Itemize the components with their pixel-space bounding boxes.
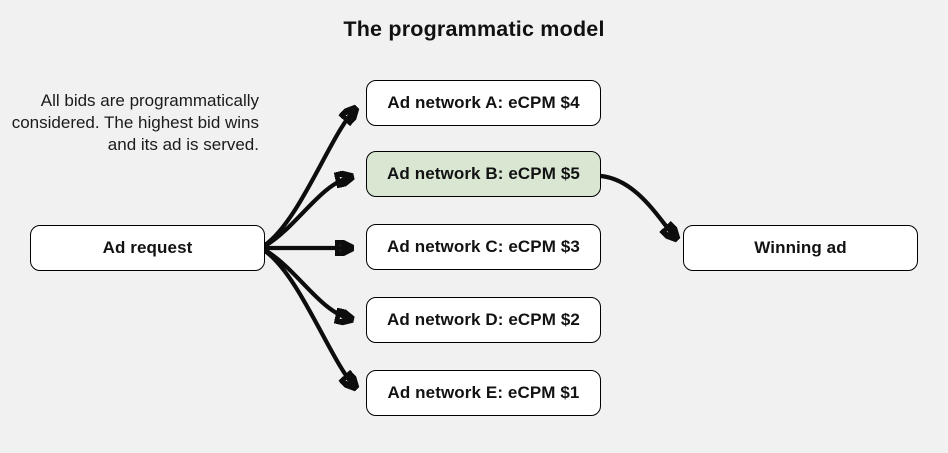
node-ad-network-a: Ad network A: eCPM $4 — [366, 80, 601, 126]
node-ad-network-e-label: Ad network E: eCPM $1 — [387, 383, 580, 402]
arrow-request-to-network-d — [262, 247, 351, 319]
arrow-request-to-network-b — [262, 177, 351, 249]
node-ad-network-a-label: Ad network A: eCPM $4 — [387, 93, 580, 112]
node-ad-network-d-label: Ad network D: eCPM $2 — [387, 310, 580, 329]
diagram-title: The programmatic model — [343, 17, 605, 41]
node-ad-network-c-label: Ad network C: eCPM $3 — [387, 237, 580, 256]
node-ad-network-b-label: Ad network B: eCPM $5 — [387, 164, 580, 183]
arrow-request-to-network-e — [262, 248, 355, 387]
node-ad-network-e: Ad network E: eCPM $1 — [366, 370, 601, 416]
node-winning-ad-label: Winning ad — [754, 238, 847, 257]
node-winning-ad: Winning ad — [683, 225, 918, 271]
node-ad-request-label: Ad request — [102, 238, 193, 257]
node-ad-request: Ad request — [30, 225, 265, 271]
node-ad-network-b: Ad network B: eCPM $5 — [366, 151, 601, 197]
explanation-text: All bids are programmatically considered… — [11, 91, 259, 154]
node-ad-network-c: Ad network C: eCPM $3 — [366, 224, 601, 270]
node-ad-network-d: Ad network D: eCPM $2 — [366, 297, 601, 343]
arrow-network-b-to-winning — [598, 173, 676, 238]
arrow-request-to-network-a — [262, 109, 355, 248]
